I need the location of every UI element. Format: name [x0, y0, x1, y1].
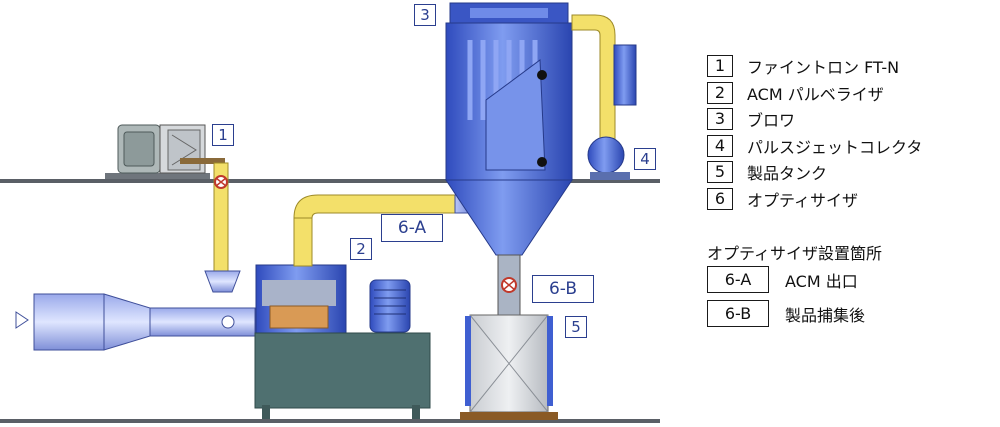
blower — [587, 44, 637, 180]
legend-label: ACM パルベライザ — [747, 84, 884, 104]
legend-item: 6 オプティサイザ — [707, 186, 992, 213]
location-code: 6-A — [707, 266, 769, 293]
acm-pulverizer — [254, 264, 431, 419]
pulse-jet-collector — [445, 2, 573, 316]
location-code: 6-B — [707, 300, 769, 327]
location-label: 製品捕集後 — [785, 305, 866, 325]
legend-label: 製品タンク — [747, 164, 828, 184]
callout-5: 5 — [565, 316, 587, 338]
location-label: ACM 出口 — [785, 271, 858, 291]
lower-floor — [0, 419, 660, 423]
legend-item: 4 パルスジェットコレクタ — [707, 133, 992, 160]
callout-3: 3 — [414, 4, 436, 26]
legend-num: 3 — [707, 108, 733, 131]
callout-2: 2 — [350, 238, 372, 260]
callout-1: 1 — [212, 124, 234, 146]
upper-floor — [0, 179, 660, 183]
install-location-item: 6-B 製品捕集後 — [707, 300, 865, 327]
blower-duct — [571, 14, 616, 146]
legend-num: 4 — [707, 134, 733, 157]
install-location-item: 6-A ACM 出口 — [707, 266, 858, 293]
legend-num: 5 — [707, 161, 733, 184]
callout-4: 4 — [634, 148, 656, 170]
legend-label: オプティサイザ — [747, 190, 859, 210]
legend-num: 6 — [707, 187, 733, 210]
legend-num: 1 — [707, 55, 733, 78]
legend-num: 2 — [707, 81, 733, 104]
legend-item: 1 ファイントロン FT-N — [707, 53, 992, 80]
inlet-duct — [15, 293, 256, 351]
legend-item: 2 ACM パルベライザ — [707, 80, 992, 107]
legend-item: 5 製品タンク — [707, 159, 992, 186]
fintron-ft-n — [105, 124, 225, 179]
product-tank — [460, 314, 558, 420]
legend-label: ファイントロン FT-N — [747, 58, 900, 78]
install-location-title: オプティサイザ設置箇所 — [707, 244, 883, 263]
legend-label: パルスジェットコレクタ — [747, 137, 923, 157]
callout-6a: 6-A — [381, 214, 443, 242]
legend-item: 3 ブロワ — [707, 106, 992, 133]
legend-label: ブロワ — [747, 111, 796, 131]
equipment-legend: 1 ファイントロン FT-N 2 ACM パルベライザ 3 ブロワ 4 パルスジ… — [707, 53, 992, 212]
callout-6b: 6-B — [532, 275, 594, 303]
